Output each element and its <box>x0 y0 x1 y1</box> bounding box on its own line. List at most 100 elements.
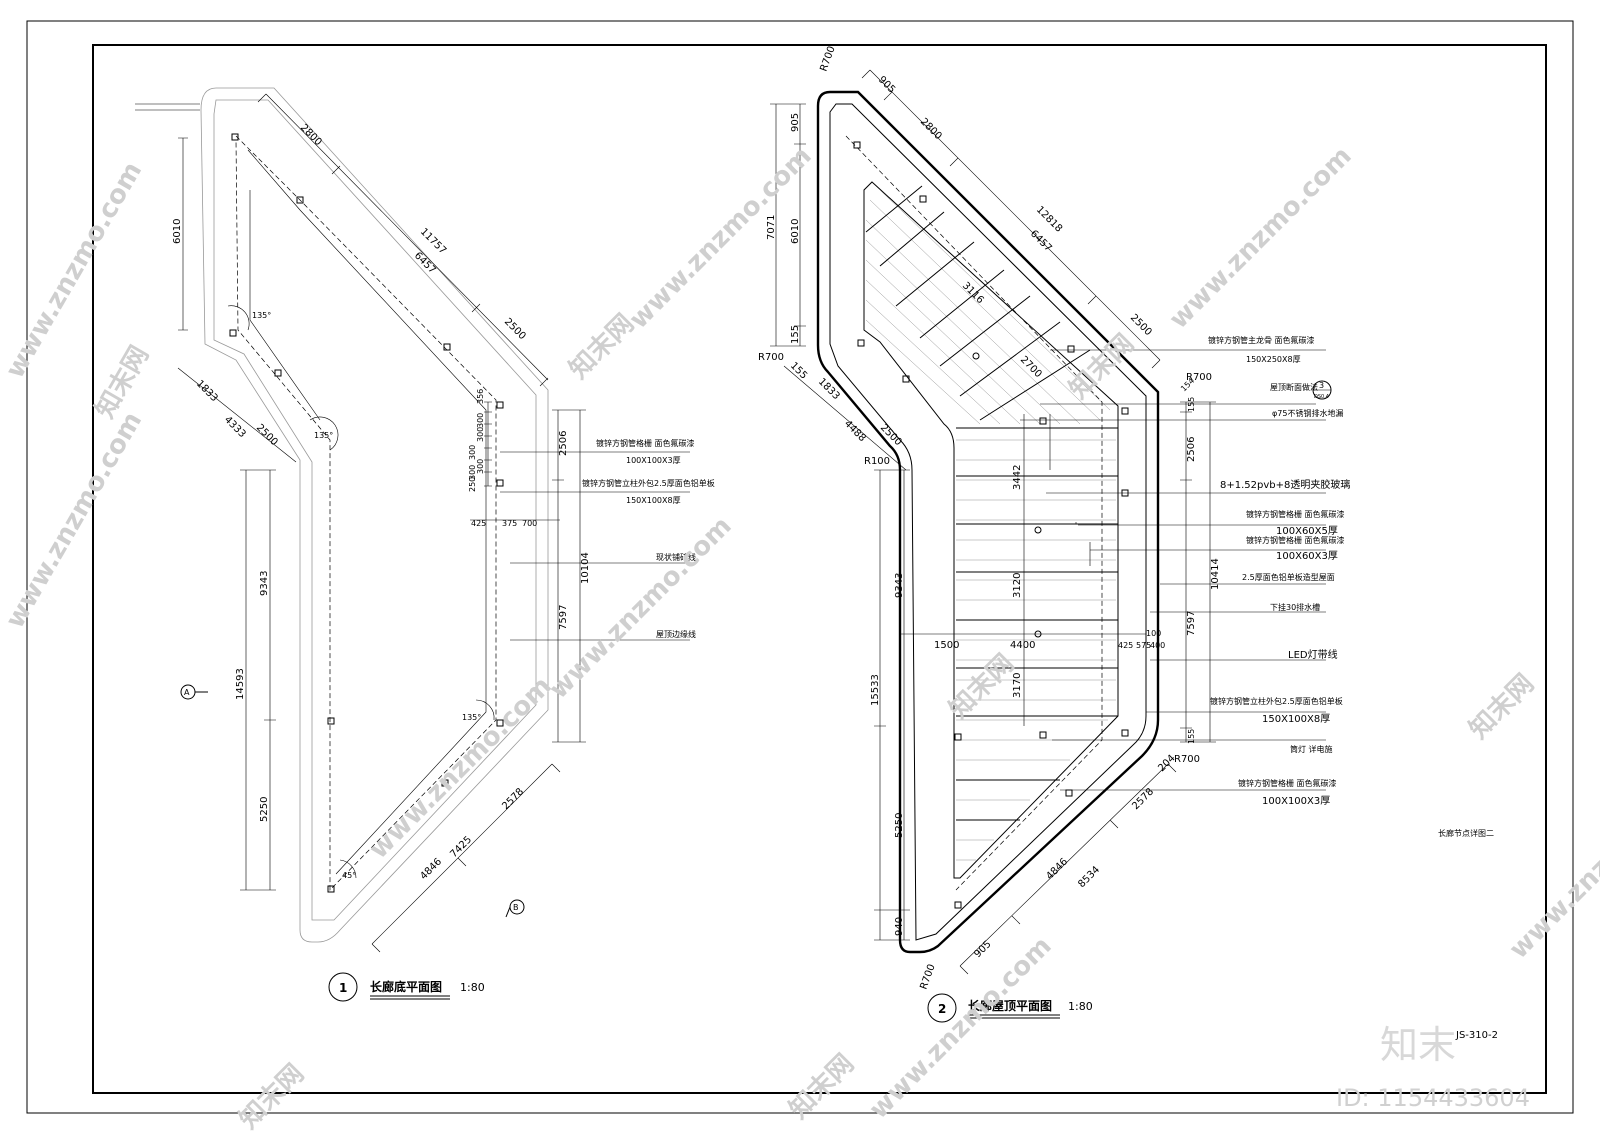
plan2-dim-9343: 9343 <box>894 573 905 598</box>
plan2-scale: 1:80 <box>1068 1000 1093 1013</box>
plan1-dim-356: 356 <box>476 389 485 404</box>
plan1-dim-14593: 14593 <box>235 668 246 700</box>
plan2-dim-3170: 3170 <box>1012 673 1023 698</box>
plan2-dim-2500: 2500 <box>1128 312 1154 338</box>
plan1-note-2: 镀锌方钢管立柱外包2.5厚面色铝单板 <box>582 478 715 488</box>
plan2-dim-2700: 2700 <box>1018 354 1044 380</box>
plan2-note-7: 2.5厚面色铝单板造型屋面 <box>1242 572 1335 582</box>
watermark-url-5: www.znzmo.com <box>364 671 558 865</box>
plan2-note-12: 镀锌方钢管格栅 面色氟碳漆 <box>1238 778 1337 788</box>
watermark-url-6: www.znzmo.com <box>1164 141 1358 335</box>
plan1-bottom-dim-lines <box>371 763 561 953</box>
plan2-left-diag-dim <box>783 365 907 471</box>
plan2-title: 长廊屋顶平面图 <box>968 998 1052 1013</box>
plan2-dim-7071: 7071 <box>766 215 777 240</box>
plan2-dim-3120: 3120 <box>1012 573 1023 598</box>
plan2-note-6: 镀锌方钢管格栅 面色氟碳漆 <box>1246 535 1345 545</box>
plan2-roof-plan: R700 905 2800 12818 6457 2500 905 7071 6… <box>758 45 1350 1023</box>
plan2-dim-6457: 6457 <box>1028 228 1054 254</box>
plan2-right-dim-lines <box>1180 401 1216 743</box>
plan2-dim-155c: 155 <box>1187 397 1196 412</box>
plan2-drain-3 <box>972 352 980 360</box>
plan1-top-dim-lines <box>257 93 549 387</box>
plan1-scale: 1:80 <box>460 981 485 994</box>
watermark-url-3: www.znzmo.com <box>624 141 818 335</box>
plan1-right-dim-lines <box>552 409 586 743</box>
plan2-top-dim-lines <box>861 69 1161 369</box>
watermark-url-2: www.znzmo.com <box>0 407 148 634</box>
plan2-drain-2 <box>1034 630 1042 638</box>
plan2-left-top-dim-lines <box>770 103 806 347</box>
plan2-dim-15533: 15533 <box>870 674 881 706</box>
plan2-note-9: LED灯带线 <box>1288 648 1338 661</box>
plan2-dim-905b: 905 <box>790 113 801 132</box>
plan2-dim-4846: 4846 <box>1044 856 1070 882</box>
plan2-dim-2506: 2506 <box>1186 437 1197 462</box>
plan1-angle-arc-1 <box>227 305 250 331</box>
plan1-angle-1: 135° <box>252 311 271 320</box>
plan1-dim-2800: 2800 <box>298 122 324 148</box>
plan2-dim-905c: 905 <box>972 939 993 960</box>
svg-text:3: 3 <box>1319 381 1324 390</box>
inner-frame <box>92 44 1547 1094</box>
plan1-section-marker-a: A <box>180 684 208 700</box>
plan2-drain-1 <box>1034 526 1042 534</box>
plan2-dim-7597: 7597 <box>1186 611 1197 636</box>
plan2-r700e: R700 <box>1174 754 1200 765</box>
plan2-leaders <box>1020 349 1326 791</box>
plan2-dim-10414: 10414 <box>1210 558 1221 590</box>
plan2-dim-155a: 155 <box>790 325 801 344</box>
plan2-roof-outline-inner <box>829 103 1147 941</box>
plan2-bottom-dim-lines <box>959 763 1177 975</box>
plan1-dim-7425: 7425 <box>448 834 474 860</box>
plan1-posts <box>229 133 504 893</box>
plan1-angle-arc-2 <box>309 416 339 451</box>
plan1-dim-10104: 10104 <box>580 552 591 584</box>
plan1-column-line <box>235 135 497 891</box>
plan1-dim-2578: 2578 <box>500 786 526 812</box>
plan1-road-lines <box>135 103 200 111</box>
plan2-dim-4488: 4488 <box>842 418 868 444</box>
plan2-note-1-spec: 150X250X8厚 <box>1246 355 1301 364</box>
plan2-dim-1833: 1833 <box>816 376 842 402</box>
svg-text:B: B <box>513 903 519 912</box>
watermark-cn-10: 知末网 <box>234 1059 310 1131</box>
brand-watermark: 知末 <box>1380 1023 1456 1067</box>
plan1-dim-300a: 300 <box>476 413 485 428</box>
plan2-dim-905a: 905 <box>876 74 897 95</box>
plan2-left-bottom-dim-lines <box>874 469 910 941</box>
plan1-roof-outline <box>200 87 549 943</box>
plan2-note-5-spec: 100X60X5厚 <box>1276 525 1338 537</box>
plan1-dim-700: 700 <box>522 519 537 528</box>
plan1-angle-arc-4 <box>339 859 357 879</box>
plan2-column-line <box>845 135 1103 891</box>
plan2-r700d: R700 <box>1186 372 1212 383</box>
plan2-note-12-spec: 100X100X3厚 <box>1262 795 1330 807</box>
plan2-dim-940: 940 <box>894 917 905 936</box>
plan1-dim-300d: 300 <box>476 459 485 474</box>
plan2-glass-area <box>863 181 1119 879</box>
plan1-right-small-dims <box>470 401 560 521</box>
plan2-r700c: R700 <box>918 963 937 991</box>
plan1-dim-300e: 300 <box>468 465 477 480</box>
plan2-title-circle <box>927 993 957 1023</box>
plan1-note-2-spec: 150X100X8厚 <box>626 496 681 505</box>
plan2-note-8: 下挂30排水槽 <box>1270 602 1320 612</box>
plan1-left-dim-lines <box>178 137 276 891</box>
plan2-note-11: 筒灯 详电施 <box>1290 744 1333 754</box>
plan1-angle-2: 135° <box>314 431 333 440</box>
plan2-title-number: 2 <box>938 1002 946 1016</box>
plan1-dim-9343: 9343 <box>259 571 270 596</box>
plan2-dim-100: 100 <box>1146 629 1161 638</box>
sheet-number: JS-310-2 <box>1455 1030 1498 1041</box>
plan2-dim-400: 400 <box>1150 641 1165 650</box>
plan2-dim-8534: 8534 <box>1076 864 1102 890</box>
watermark-url-11: www.znzmo.com <box>864 931 1058 1125</box>
plan2-note-2: 屋顶断面做法 <box>1270 382 1318 392</box>
plan1-inner-edge <box>247 149 487 875</box>
plan1-dim-300b: 300 <box>476 427 485 442</box>
detail-name: 长廊节点详图二 <box>1438 828 1494 838</box>
plan2-section-ref: 3 DS0.4 <box>1312 380 1332 400</box>
